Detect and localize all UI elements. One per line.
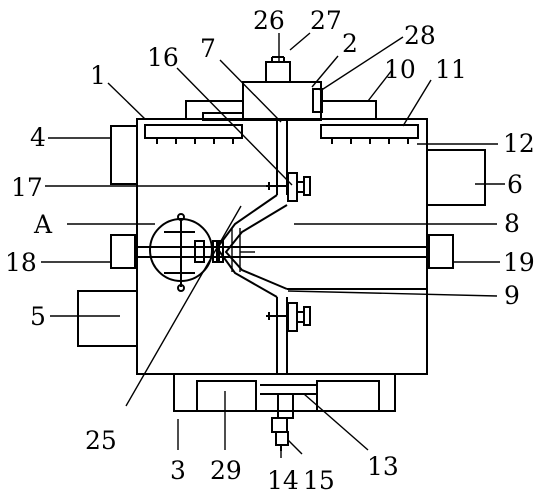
- right-nozzle-plate: [320, 124, 419, 144]
- label-1: 1: [90, 61, 106, 90]
- left-lower-box: [77, 290, 138, 347]
- label-27: 27: [310, 6, 342, 35]
- label-16: 16: [147, 43, 179, 72]
- label-15: 15: [303, 466, 335, 495]
- label-19: 19: [503, 248, 535, 277]
- detail-circle-a: [149, 213, 213, 292]
- label-11: 11: [435, 55, 467, 84]
- right-motor: [428, 234, 454, 269]
- upper-clamp: [266, 172, 311, 202]
- leader-lines: [41, 32, 505, 458]
- label-18: 18: [5, 248, 37, 277]
- label-10: 10: [384, 55, 416, 84]
- label-13: 13: [367, 452, 399, 481]
- label-12: 12: [503, 129, 535, 158]
- label-17: 17: [11, 173, 43, 202]
- lower-clamp: [266, 302, 311, 332]
- left-motor: [110, 234, 136, 269]
- label-14: 14: [267, 466, 299, 495]
- label-6: 6: [507, 170, 523, 199]
- left-nozzle-plate: [144, 124, 243, 144]
- label-8: 8: [504, 209, 520, 238]
- bottom-frame: [173, 373, 396, 451]
- left-top-bracket: [185, 100, 244, 121]
- label-7: 7: [200, 34, 216, 63]
- label-a: A: [33, 210, 53, 239]
- label-5: 5: [30, 302, 46, 331]
- right-upper-box: [426, 149, 486, 206]
- label-25: 25: [85, 426, 117, 455]
- label-28: 28: [404, 21, 436, 50]
- label-9: 9: [504, 281, 520, 310]
- label-29: 29: [210, 456, 242, 485]
- left-upper-box: [110, 125, 138, 185]
- label-26: 26: [253, 6, 285, 35]
- reference-labels: 1 2 3 4 5 6 7 8 9 10 11 12 13 14 15 16 1…: [5, 6, 535, 495]
- label-3: 3: [170, 456, 186, 485]
- right-top-bracket: [321, 100, 377, 120]
- top-box: [242, 56, 323, 121]
- label-2: 2: [342, 29, 358, 58]
- horizontal-rod: [137, 246, 427, 258]
- label-4: 4: [30, 123, 46, 152]
